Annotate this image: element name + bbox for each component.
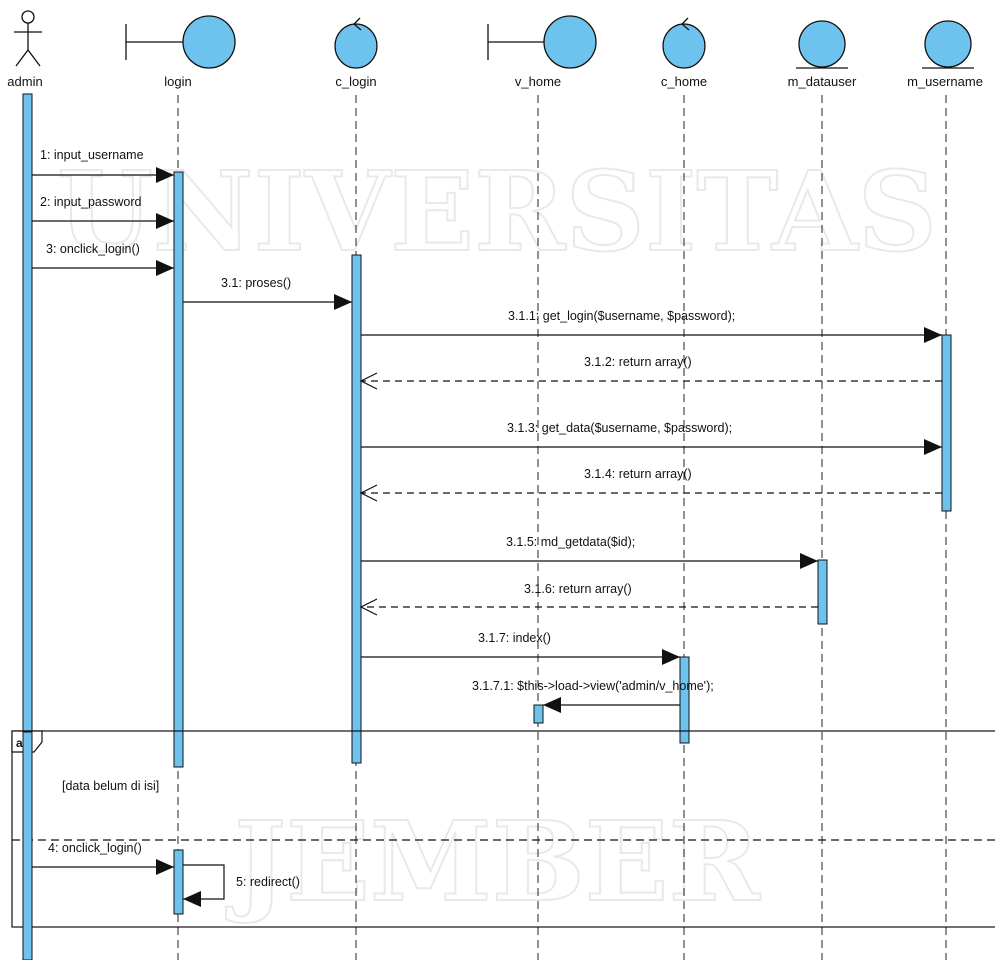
- lifeline-heads: admin login c_login v_home c_home: [7, 10, 983, 89]
- message-label: 3.1.7.1: $this->load->view('admin/v_home…: [472, 679, 714, 693]
- message-label: 1: input_username: [40, 148, 144, 162]
- message-label: 4: onclick_login(): [48, 841, 142, 855]
- boundary-icon: [487, 15, 597, 69]
- activation-admin: [22, 93, 33, 960]
- message-label: 3.1.3: get_data($username, $password);: [507, 421, 732, 435]
- arrowhead-filled: [156, 260, 174, 276]
- arrowhead-open: [359, 598, 378, 616]
- activation-login: [173, 171, 184, 768]
- activation-m-username: [941, 334, 952, 512]
- watermark-bottom-text: JEMBER: [225, 797, 761, 926]
- arrowhead-filled: [924, 439, 942, 455]
- arrowhead-filled: [334, 294, 352, 310]
- message-label: 2: input_password: [40, 195, 142, 209]
- arrowhead-filled: [800, 553, 818, 569]
- lifeline-label-login: login: [164, 74, 191, 89]
- message-label: 3: onclick_login(): [46, 242, 140, 256]
- fragment-guard: [data belum di isi]: [62, 779, 159, 793]
- control-icon: [334, 17, 378, 69]
- arrowhead-filled: [156, 859, 174, 875]
- message-label: 3.1.4: return array(): [584, 467, 692, 481]
- control-icon: [662, 17, 706, 69]
- arrowhead-filled: [156, 213, 174, 229]
- arrowhead-open: [359, 484, 378, 502]
- lifeline-label-m-username: m_username: [907, 74, 983, 89]
- arrowhead-filled: [662, 649, 680, 665]
- activation-m-datauser: [817, 559, 828, 625]
- activation-v-home: [533, 704, 544, 724]
- message-labels: 1: input_username 2: input_password 3: o…: [40, 148, 735, 889]
- activation-bars: [22, 93, 952, 960]
- lifeline-label-v-home: v_home: [515, 74, 561, 89]
- arrowhead-filled: [543, 697, 561, 713]
- arrowhead-open: [359, 372, 378, 390]
- messages: [32, 167, 942, 907]
- watermark: UNIVERSITAS JEMBER: [56, 146, 938, 927]
- boundary-icon: [125, 15, 236, 69]
- arrowhead-filled: [183, 891, 201, 907]
- lifeline-label-admin: admin: [7, 74, 42, 89]
- entity-icon: [922, 20, 974, 69]
- fragment-frame: [11, 730, 995, 928]
- activation-c-home: [679, 656, 690, 744]
- entity-icon: [796, 20, 848, 69]
- message-label: 3.1: proses(): [221, 276, 291, 290]
- arrowhead-filled: [156, 167, 174, 183]
- actor-icon: [14, 10, 42, 67]
- activation-admin-overlay: [22, 731, 33, 960]
- self-message-arrow: [183, 864, 225, 900]
- message-label: 3.1.5: md_getdata($id);: [506, 535, 635, 549]
- message-label: 3.1.2: return array(): [584, 355, 692, 369]
- lifeline-label-c-login: c_login: [335, 74, 376, 89]
- watermark-top-text: UNIVERSITAS: [57, 147, 937, 276]
- message-label: 3.1.6: return array(): [524, 582, 632, 596]
- message-label: 3.1.1: get_login($username, $password);: [508, 309, 735, 323]
- lifeline-label-m-datauser: m_datauser: [788, 74, 857, 89]
- message-label: 5: redirect(): [236, 875, 300, 889]
- activation-c-login: [351, 254, 362, 764]
- arrowhead-filled: [924, 327, 942, 343]
- activation-login-2: [173, 849, 184, 915]
- message-label: 3.1.7: index(): [478, 631, 551, 645]
- lifeline-label-c-home: c_home: [661, 74, 707, 89]
